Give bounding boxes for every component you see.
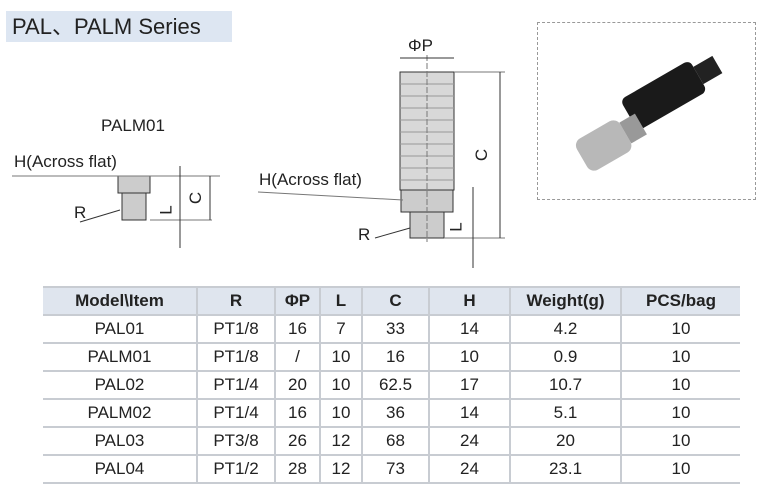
palm01-drawing [12, 166, 220, 248]
table-cell: 20 [509, 427, 621, 456]
table-cell: PT1/4 [196, 371, 275, 400]
table-cell: 5.1 [509, 399, 621, 428]
table-cell: 16 [274, 399, 320, 428]
table-cell: 10 [319, 371, 362, 400]
table-cell: 16 [274, 315, 320, 344]
table-cell: PAL01 [43, 315, 197, 344]
table-cell: 28 [274, 455, 320, 484]
table-cell: PAL02 [43, 371, 197, 400]
table-cell: 10 [620, 371, 740, 400]
table-cell: 16 [361, 343, 429, 372]
r-label: R [358, 225, 371, 244]
table-cell: 20 [274, 371, 320, 400]
table-cell: 24 [428, 427, 510, 456]
table-cell: 10 [620, 399, 740, 428]
table-cell: 10 [620, 315, 740, 344]
phi-p-label: ΦP [408, 36, 433, 55]
table-cell: 23.1 [509, 455, 621, 484]
table-cell: PT1/8 [196, 315, 275, 344]
table-cell: 7 [319, 315, 362, 344]
product-image [575, 55, 723, 171]
column-header: ΦP [274, 286, 320, 316]
table-cell: 33 [361, 315, 429, 344]
table-cell: 17 [428, 371, 510, 400]
table-cell: 10 [620, 427, 740, 456]
palm01-label: PALM01 [101, 116, 165, 135]
table-cell: 62.5 [361, 371, 429, 400]
table-cell: 26 [274, 427, 320, 456]
table-cell: 4.2 [509, 315, 621, 344]
table-cell: 12 [319, 455, 362, 484]
table-cell: 10 [319, 399, 362, 428]
table-cell: 68 [361, 427, 429, 456]
column-header: H [428, 286, 510, 316]
table-cell: PT3/8 [196, 427, 275, 456]
l-label: L [156, 205, 176, 215]
column-header: Weight(g) [509, 286, 621, 316]
table-cell: 14 [428, 315, 510, 344]
table-cell: 10 [620, 343, 740, 372]
table-cell: 10 [620, 455, 740, 484]
table-cell: PAL03 [43, 427, 197, 456]
pal-drawing [257, 55, 505, 268]
table-cell: PAL04 [43, 455, 197, 484]
table-cell: 36 [361, 399, 429, 428]
table-cell: 10 [319, 343, 362, 372]
table-cell: 24 [428, 455, 510, 484]
r-label: R [74, 203, 87, 222]
table-cell: PT1/4 [196, 399, 275, 428]
column-header: R [196, 286, 275, 316]
column-header: L [319, 286, 362, 316]
table-cell: 73 [361, 455, 429, 484]
c-label: C [472, 148, 492, 162]
table-cell: 14 [428, 399, 510, 428]
l-label: L [446, 222, 466, 232]
table-cell: PT1/8 [196, 343, 275, 372]
table-cell: 10 [428, 343, 510, 372]
table-cell: PALM01 [43, 343, 197, 372]
technical-drawing [12, 55, 505, 268]
column-header: Model\Item [43, 286, 197, 316]
table-cell: 12 [319, 427, 362, 456]
h-across-flat-label: H(Across flat) [259, 170, 362, 189]
table-cell: PT1/2 [196, 455, 275, 484]
column-header: PCS/bag [620, 286, 740, 316]
product-photo [537, 22, 756, 200]
specifications-table: Model\Item R ΦP L C H Weight(g) PCS/bag … [43, 286, 740, 484]
page-title: PAL、PALM Series [6, 11, 232, 42]
table-cell: 0.9 [509, 343, 621, 372]
table-cell: / [274, 343, 320, 372]
column-header: C [361, 286, 429, 316]
table-cell: PALM02 [43, 399, 197, 428]
table-header-row: Model\Item R ΦP L C H Weight(g) PCS/bag [43, 286, 740, 316]
h-across-flat-label: H(Across flat) [14, 152, 117, 171]
c-label: C [186, 191, 206, 205]
table-cell: 10.7 [509, 371, 621, 400]
